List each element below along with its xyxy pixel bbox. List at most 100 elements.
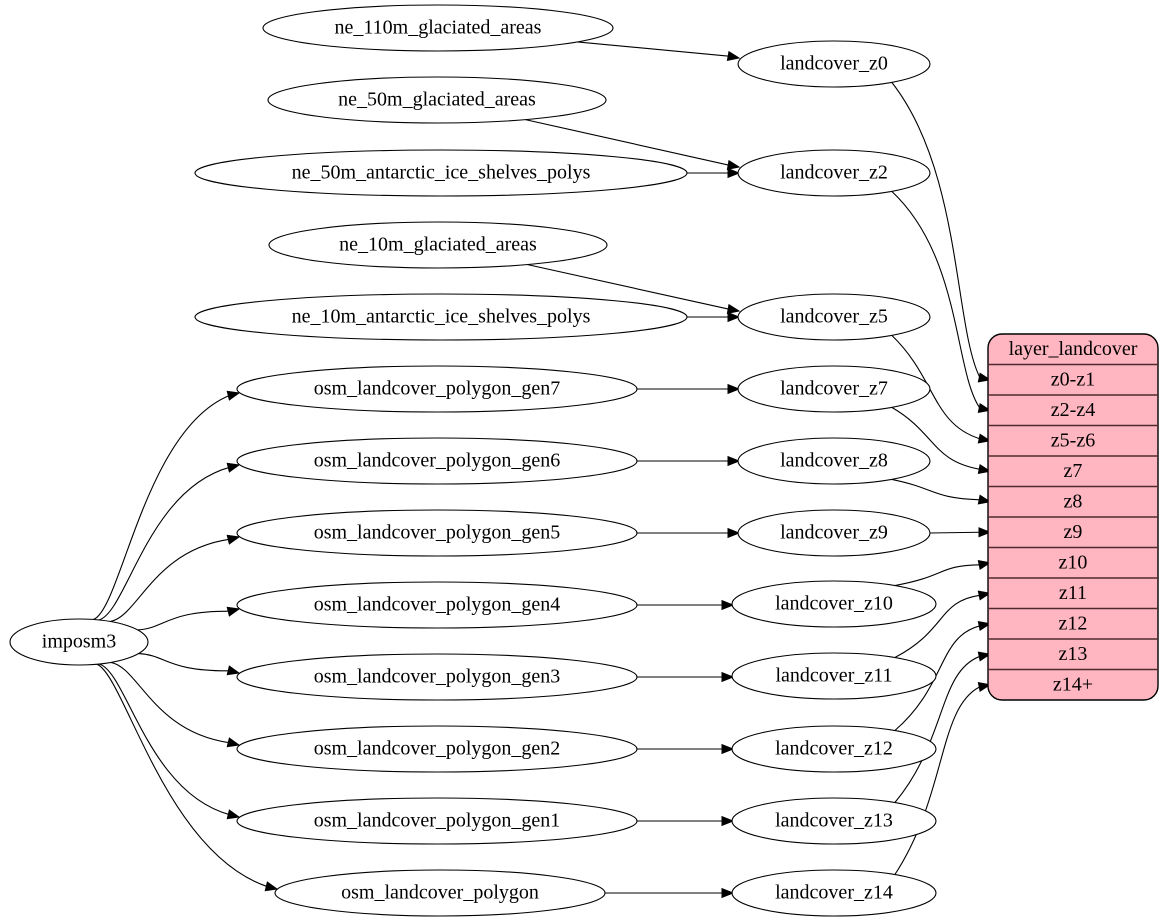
edge-line — [894, 594, 981, 658]
edge-landcover_z7-to-table — [891, 406, 992, 475]
edge-arrowhead — [226, 665, 241, 676]
layer-table-row-label: z13 — [1059, 643, 1088, 665]
node-ellipse — [731, 797, 937, 845]
node-osm_landcover_polygon_gen1[interactable]: osm_landcover_polygon_gen1 — [236, 797, 638, 845]
node-label: osm_landcover_polygon_gen7 — [314, 378, 561, 400]
edge-osm_landcover_polygon_gen5-to-landcover_z9 — [637, 527, 741, 539]
node-osm_landcover_polygon_gen5[interactable]: osm_landcover_polygon_gen5 — [236, 509, 638, 557]
node-ellipse — [236, 581, 638, 629]
edge-line — [894, 686, 981, 875]
node-ne_50m_antarctic_ice_shelves_polys[interactable]: ne_50m_antarctic_ice_shelves_polys — [194, 149, 688, 197]
node-landcover_z12[interactable]: landcover_z12 — [731, 725, 937, 773]
edge-arrowhead — [226, 462, 241, 473]
layer-table-row-label: z5-z6 — [1051, 429, 1095, 451]
edge-arrowhead — [264, 881, 279, 892]
node-ne_10m_antarctic_ice_shelves_polys[interactable]: ne_10m_antarctic_ice_shelves_polys — [194, 293, 688, 341]
edge-arrowhead — [726, 303, 741, 315]
node-ellipse — [737, 509, 931, 557]
edge-arrowhead — [226, 390, 241, 401]
edge-arrowhead — [977, 463, 992, 475]
edge-ne_10m_antarctic_ice_shelves_polys-to-landcover_z5 — [687, 311, 741, 323]
layer-table-row-z11[interactable]: z11 — [1059, 582, 1087, 604]
edge-ne_110m_glaciated_areas-to-landcover_z0 — [577, 41, 741, 62]
edge-arrowhead — [977, 433, 992, 444]
layer-table-row-z10[interactable]: z10 — [1059, 551, 1088, 573]
node-label: osm_landcover_polygon_gen6 — [314, 450, 561, 472]
edge-line — [891, 478, 981, 501]
node-ne_10m_glaciated_areas[interactable]: ne_10m_glaciated_areas — [268, 221, 608, 269]
edge-line — [894, 625, 981, 731]
edge-line — [138, 653, 231, 672]
edge-line — [891, 190, 981, 409]
node-landcover_z14[interactable]: landcover_z14 — [731, 869, 937, 917]
node-ne_50m_glaciated_areas[interactable]: ne_50m_glaciated_areas — [267, 76, 607, 124]
edge-line — [577, 41, 730, 57]
node-osm_landcover_polygon_gen3[interactable]: osm_landcover_polygon_gen3 — [236, 653, 638, 701]
layer-table-row-z5-z6[interactable]: z5-z6 — [1051, 429, 1095, 451]
layer-table-row-z2-z4[interactable]: z2-z4 — [1051, 399, 1095, 421]
node-label: ne_50m_glaciated_areas — [338, 89, 536, 111]
node-ellipse — [731, 580, 937, 628]
node-label: osm_landcover_polygon_gen2 — [314, 738, 561, 760]
node-osm_landcover_polygon_gen6[interactable]: osm_landcover_polygon_gen6 — [236, 437, 638, 485]
edge-line — [525, 119, 730, 166]
node-landcover_z13[interactable]: landcover_z13 — [731, 797, 937, 845]
edge-imposm3-to-osm_landcover_polygon_gen6 — [98, 462, 241, 621]
node-osm_landcover_polygon_gen4[interactable]: osm_landcover_polygon_gen4 — [236, 581, 638, 629]
edge-arrowhead — [226, 737, 241, 748]
edge-landcover_z0-to-table — [891, 82, 992, 383]
node-ellipse — [731, 652, 937, 700]
edge-imposm3-to-osm_landcover_polygon_gen1 — [98, 663, 241, 820]
layer-table-row-z0-z1[interactable]: z0-z1 — [1051, 368, 1095, 390]
layer-table-row-z9[interactable]: z9 — [1064, 521, 1083, 543]
node-landcover_z7[interactable]: landcover_z7 — [737, 365, 931, 413]
node-ellipse — [262, 4, 614, 52]
node-osm_landcover_polygon[interactable]: osm_landcover_polygon — [274, 869, 606, 917]
node-imposm3[interactable]: imposm3 — [9, 618, 149, 666]
node-layer: imposm3 ne_110m_glaciated_areas ne_50m_gla… — [9, 4, 937, 917]
node-ellipse — [194, 293, 688, 341]
edge-layer — [93, 41, 992, 899]
node-ne_110m_glaciated_areas[interactable]: ne_110m_glaciated_areas — [262, 4, 614, 52]
node-osm_landcover_polygon_gen2[interactable]: osm_landcover_polygon_gen2 — [236, 725, 638, 773]
node-label: osm_landcover_polygon_gen1 — [314, 810, 561, 832]
node-landcover_z9[interactable]: landcover_z9 — [737, 509, 931, 557]
node-label: ne_10m_glaciated_areas — [339, 234, 537, 256]
node-landcover_z2[interactable]: landcover_z2 — [737, 149, 931, 197]
node-landcover_z5[interactable]: landcover_z5 — [737, 293, 931, 341]
edge-line — [526, 263, 730, 310]
edge-arrowhead — [721, 815, 735, 827]
node-osm_landcover_polygon_gen7[interactable]: osm_landcover_polygon_gen7 — [236, 365, 638, 413]
edge-arrowhead — [977, 590, 992, 601]
layer-table-row-z14+[interactable]: z14+ — [1053, 673, 1093, 695]
layer-table-row-z12[interactable]: z12 — [1059, 612, 1088, 634]
edge-ne_50m_glaciated_areas-to-landcover_z2 — [525, 119, 741, 171]
layer-table-row-label: z2-z4 — [1051, 399, 1095, 421]
edge-arrowhead — [226, 606, 241, 617]
node-ellipse — [731, 725, 937, 773]
edge-line — [929, 531, 981, 534]
layer-table-row-label: z12 — [1059, 612, 1088, 634]
layer-table-row-z8[interactable]: z8 — [1064, 490, 1083, 512]
node-landcover_z11[interactable]: landcover_z11 — [731, 652, 937, 700]
edge-line — [891, 335, 981, 440]
layer-table-row-label: z8 — [1064, 490, 1083, 512]
edge-arrowhead — [977, 372, 992, 383]
node-ellipse — [267, 76, 607, 124]
edge-arrowhead — [226, 534, 241, 545]
node-label: landcover_z7 — [780, 378, 888, 400]
layer-table-row-z7[interactable]: z7 — [1064, 460, 1083, 482]
layer-table-row-z13[interactable]: z13 — [1059, 643, 1088, 665]
edge-imposm3-to-osm_landcover_polygon — [96, 663, 279, 892]
edge-line — [98, 466, 231, 621]
node-label: osm_landcover_polygon_gen3 — [314, 666, 561, 688]
node-landcover_z8[interactable]: landcover_z8 — [737, 437, 931, 485]
node-label: landcover_z5 — [780, 306, 888, 328]
node-landcover_z10[interactable]: landcover_z10 — [731, 580, 937, 628]
node-label: landcover_z14 — [775, 882, 893, 904]
edge-line — [894, 655, 981, 803]
edge-line — [110, 661, 231, 744]
node-landcover_z0[interactable]: landcover_z0 — [737, 40, 931, 88]
node-ellipse — [731, 869, 937, 917]
